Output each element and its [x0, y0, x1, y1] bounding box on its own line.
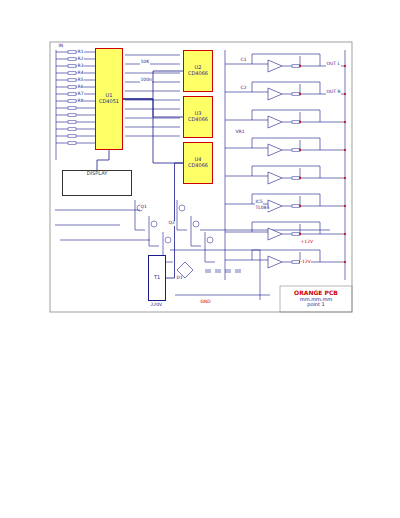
- wire: [97, 150, 109, 170]
- component-label: 100n: [140, 78, 152, 83]
- ic-chip: U2CD4066: [183, 50, 213, 92]
- display-block: DISPLAY: [62, 170, 132, 196]
- part-value: CD4066: [188, 71, 208, 77]
- title-text: point 1: [307, 302, 325, 308]
- title-text: ORANGE PCB: [294, 290, 338, 297]
- component-label: IN: [58, 44, 64, 49]
- part-name: T1: [154, 275, 160, 281]
- title-block: ORANGE PCBmm.mm.mmpoint 1: [281, 287, 351, 311]
- component-label: C2: [240, 86, 247, 91]
- ic-chip: U1CD4051: [95, 48, 123, 150]
- component-label: IC5: [255, 200, 263, 205]
- component-label: OUT R: [326, 90, 341, 95]
- sheet-frame: [50, 42, 352, 312]
- ic-chip: U4CD4066: [183, 142, 213, 184]
- component-label: TL084: [255, 206, 270, 211]
- component-label: R6: [77, 85, 84, 90]
- component-label: Q1: [140, 205, 147, 210]
- title-frame: [280, 286, 352, 312]
- component-label: R5: [77, 78, 84, 83]
- part-name: DISPLAY: [87, 171, 108, 177]
- wire: [123, 99, 183, 163]
- ic-chip: U3CD4066: [183, 96, 213, 138]
- wire: [166, 163, 183, 278]
- component-label: C1: [240, 58, 247, 63]
- component-label: -12V: [300, 260, 311, 265]
- component-label: VR1: [235, 130, 245, 135]
- component-label: R8: [77, 99, 84, 104]
- component-label: Q2: [168, 221, 175, 226]
- component-label: R7: [77, 92, 84, 97]
- transformer: T1: [148, 255, 166, 301]
- part-value: CD4051: [99, 99, 119, 105]
- part-value: CD4066: [188, 117, 208, 123]
- part-value: CD4066: [188, 163, 208, 169]
- component-label: R2: [77, 57, 84, 62]
- component-label: D1: [176, 276, 183, 281]
- component-label: R4: [77, 71, 84, 76]
- component-label: +12V: [300, 240, 314, 245]
- component-label: R1: [77, 50, 84, 55]
- component-label: 10K: [140, 60, 150, 65]
- component-label: 220V: [150, 303, 163, 308]
- wire: [123, 71, 183, 99]
- component-label: R3: [77, 64, 84, 69]
- component-label: GND: [200, 300, 211, 305]
- component-label: OUT L: [326, 62, 341, 67]
